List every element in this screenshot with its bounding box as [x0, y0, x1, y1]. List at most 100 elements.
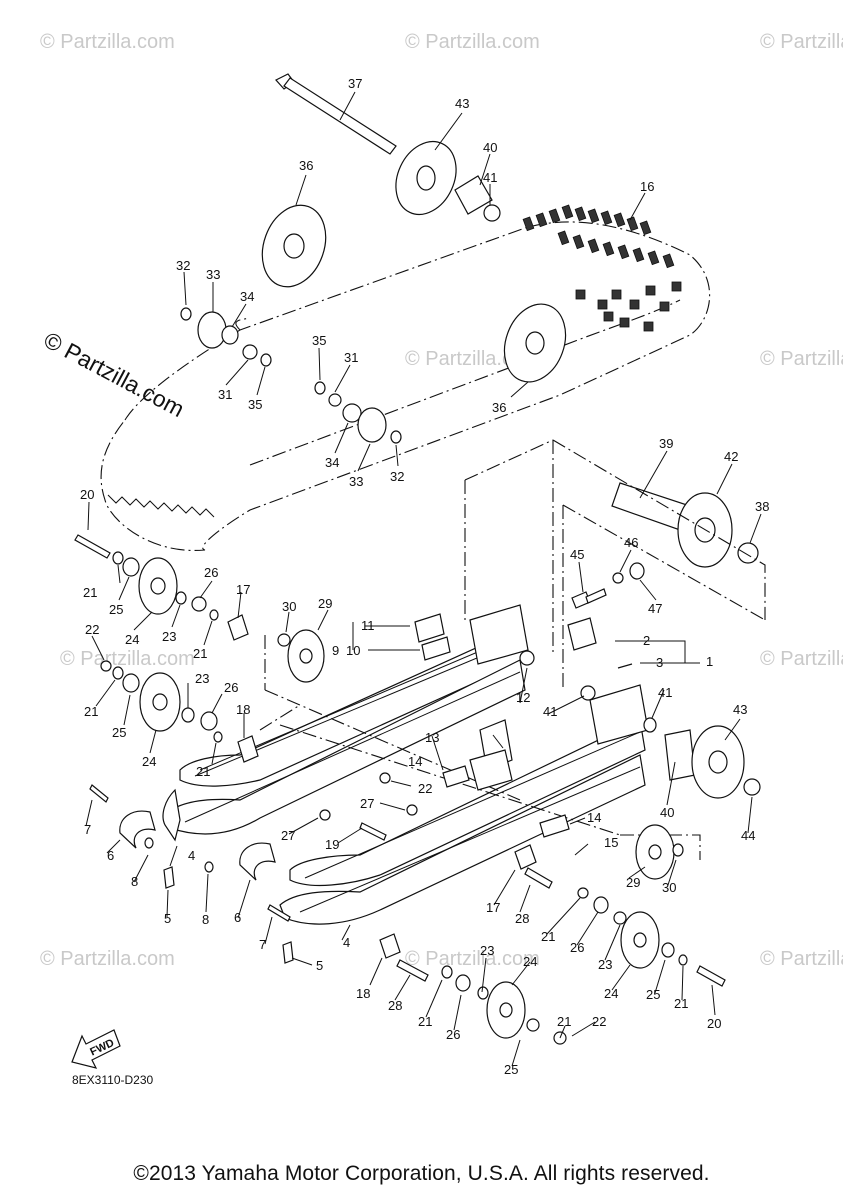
callout-11: 11 [361, 618, 375, 633]
callout-14: 14 [408, 754, 422, 769]
callout-26: 26 [570, 940, 584, 955]
rear-lower-wheels [379, 717, 761, 1045]
slide-rails [162, 604, 701, 925]
callout-34: 34 [240, 289, 254, 304]
callout-27: 27 [360, 796, 374, 811]
callout-24: 24 [604, 986, 618, 1001]
callout-3: 3 [656, 655, 663, 670]
callout-21: 21 [193, 646, 207, 661]
diagram-code: 8EX3110-D230 [72, 1073, 154, 1087]
callout-21: 21 [196, 764, 210, 779]
callout-8: 8 [202, 912, 209, 927]
callout-32: 32 [390, 469, 404, 484]
watermarks: © Partzilla.com © Partzilla.com © Partzi… [40, 31, 843, 970]
callout-23: 23 [195, 671, 209, 686]
fwd-arrow-icon: FWD [71, 1029, 121, 1069]
callout-12: 12 [516, 690, 530, 705]
callout-40: 40 [483, 140, 497, 155]
callout-7: 7 [259, 937, 266, 952]
callout-31: 31 [344, 350, 358, 365]
callout-13: 13 [425, 730, 439, 745]
callout-21: 21 [418, 1014, 432, 1029]
callout-5: 5 [316, 958, 323, 973]
front-guides [89, 784, 294, 964]
callout-31: 31 [218, 387, 232, 402]
callout-28: 28 [388, 998, 402, 1013]
callout-2: 2 [643, 633, 650, 648]
callout-24: 24 [125, 632, 139, 647]
callout-24: 24 [523, 954, 537, 969]
callout-21: 21 [541, 929, 555, 944]
callout-23: 23 [480, 943, 494, 958]
callout-25: 25 [504, 1062, 518, 1077]
callout-30: 30 [662, 880, 676, 895]
callout-47: 47 [648, 601, 662, 616]
callout-26: 26 [204, 565, 218, 580]
watermark-text: © Partzilla.com [760, 648, 843, 670]
callout-16: 16 [640, 179, 654, 194]
callout-1: 1 [706, 654, 713, 669]
callout-25: 25 [109, 602, 123, 617]
callout-6: 6 [234, 910, 241, 925]
callout-41: 41 [543, 704, 557, 719]
callout-40: 40 [660, 805, 674, 820]
callout-10: 10 [346, 643, 360, 658]
callout-22: 22 [418, 781, 432, 796]
callout-22: 22 [592, 1014, 606, 1029]
callout-37: 37 [348, 76, 362, 91]
callout-44: 44 [741, 828, 755, 843]
callout-41: 41 [658, 685, 672, 700]
callout-22: 22 [85, 622, 99, 637]
callout-36: 36 [299, 158, 313, 173]
leader-lines [85, 91, 762, 1067]
callout-4: 4 [188, 848, 195, 863]
watermark-text: © Partzilla.com [40, 948, 175, 970]
callout-20: 20 [707, 1016, 721, 1031]
callout-17: 17 [236, 582, 250, 597]
callout-26: 26 [224, 680, 238, 695]
callout-8: 8 [131, 874, 138, 889]
callout-43: 43 [455, 96, 469, 111]
callout-6: 6 [107, 848, 114, 863]
watermark-text: © Partzilla.com [760, 348, 843, 370]
watermark-text: © Partzilla.com [760, 31, 843, 53]
callout-18: 18 [236, 702, 250, 717]
callout-28: 28 [515, 911, 529, 926]
callout-38: 38 [755, 499, 769, 514]
callout-43: 43 [733, 702, 747, 717]
center-brackets [319, 613, 596, 841]
callout-15: 15 [604, 835, 618, 850]
upper-idler-assembly [180, 73, 567, 444]
callout-9: 9 [332, 643, 339, 658]
callout-18: 18 [356, 986, 370, 1001]
callout-24: 24 [142, 754, 156, 769]
callout-33: 33 [349, 474, 363, 489]
watermark-main: © Partzilla.com [40, 326, 189, 422]
callout-39: 39 [659, 436, 673, 451]
callout-36: 36 [492, 400, 506, 415]
callout-25: 25 [112, 725, 126, 740]
callout-25: 25 [646, 987, 660, 1002]
callout-29: 29 [318, 596, 332, 611]
callout-14: 14 [587, 810, 601, 825]
front-wheel-groups [74, 534, 325, 763]
callout-33: 33 [206, 267, 220, 282]
callout-30: 30 [282, 599, 296, 614]
callout-19: 19 [325, 837, 339, 852]
callout-4: 4 [343, 935, 350, 950]
track-lugs [522, 204, 682, 332]
callout-45: 45 [570, 547, 584, 562]
callout-46: 46 [624, 535, 638, 550]
callout-17: 17 [486, 900, 500, 915]
callout-34: 34 [325, 455, 339, 470]
callout-41: 41 [483, 170, 497, 185]
callout-21: 21 [84, 704, 98, 719]
copyright-notice: ©2013 Yamaha Motor Corporation, U.S.A. A… [133, 1162, 710, 1185]
watermark-text: © Partzilla.com [760, 948, 843, 970]
callout-32: 32 [176, 258, 190, 273]
watermark-text: © Partzilla.com [60, 648, 195, 670]
callout-27: 27 [281, 828, 295, 843]
callout-42: 42 [724, 449, 738, 464]
callout-29: 29 [626, 875, 640, 890]
